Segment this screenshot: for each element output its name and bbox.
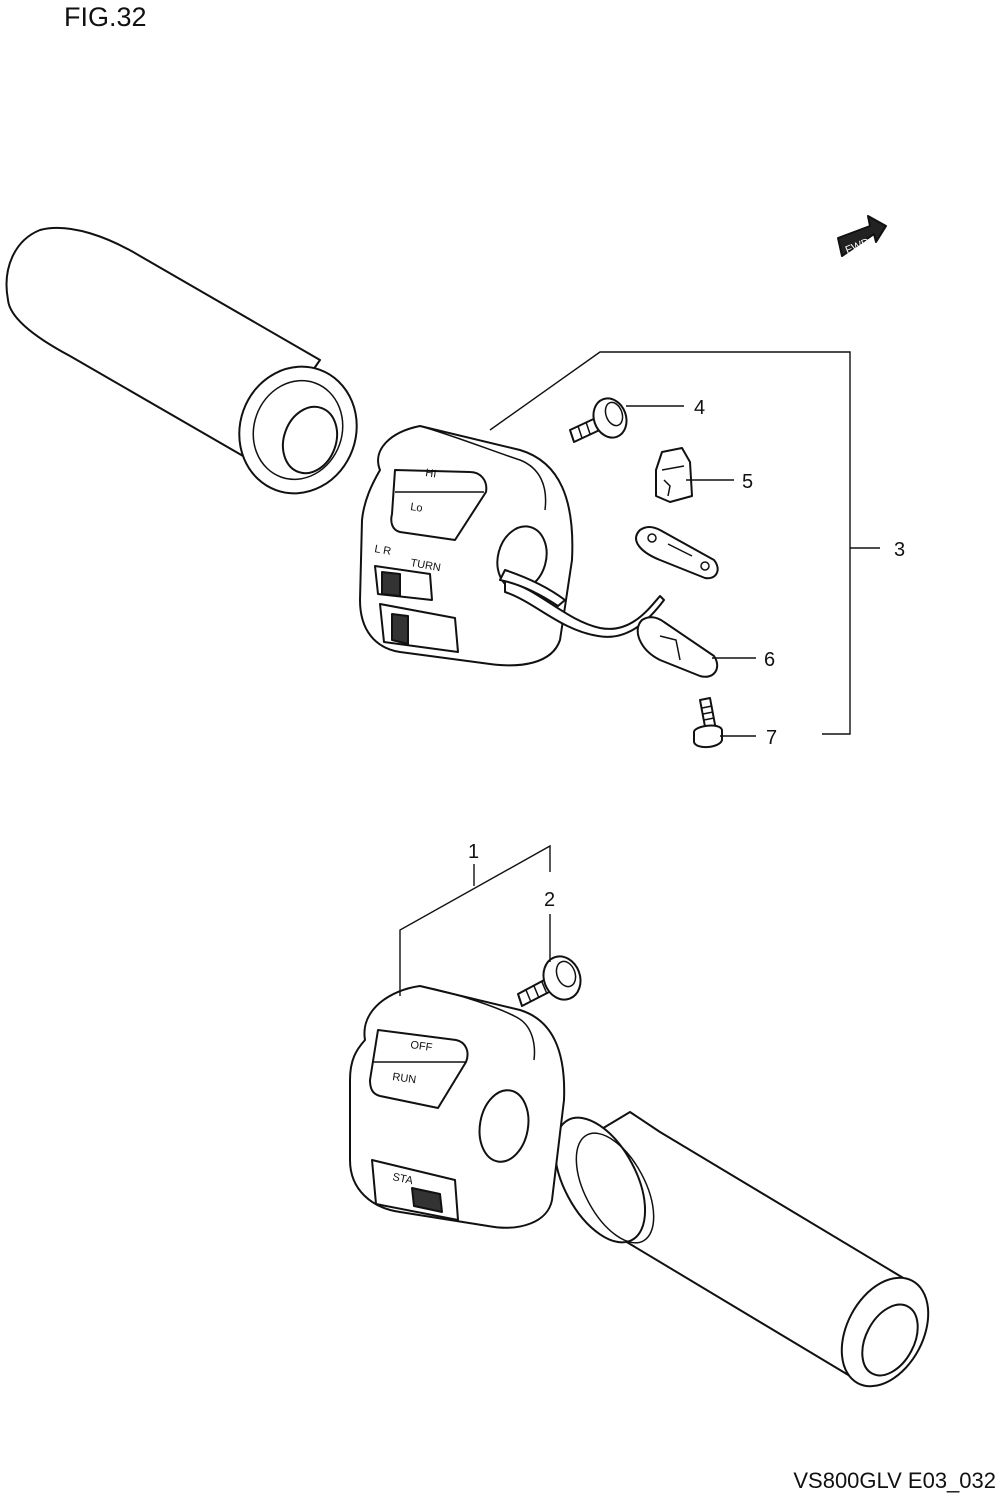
dimmer-hi-label: HI <box>425 467 438 480</box>
turn-label: TURN <box>409 557 441 574</box>
dimmer-lo-label: Lo <box>410 501 424 515</box>
fwd-arrow-icon: FWD <box>837 215 887 257</box>
connector-part-5 <box>655 447 693 503</box>
turn-lr-label: L R <box>373 543 392 558</box>
right-handlebar-switch: OFF RUN STA <box>349 985 566 1229</box>
bolt-part-7 <box>693 697 723 748</box>
document-code: VS800GLV E03_032 <box>793 1468 996 1493</box>
left-handlebar-switch: HI Lo L R TURN <box>359 425 665 667</box>
leader-lines <box>399 351 880 996</box>
callout-7: 7 <box>766 727 777 749</box>
screw-part-4 <box>569 397 628 443</box>
left-handlebar-grip <box>5 226 358 495</box>
figure-title: FIG.32 <box>64 2 147 32</box>
off-label: OFF <box>410 1039 434 1054</box>
callout-3: 3 <box>894 539 905 561</box>
callout-2: 2 <box>544 889 555 911</box>
callout-4: 4 <box>694 397 705 419</box>
callout-6: 6 <box>764 649 775 671</box>
right-handlebar-grip <box>553 1111 930 1388</box>
screw-part-2 <box>517 955 582 1007</box>
callout-5: 5 <box>742 471 753 493</box>
run-label: RUN <box>392 1071 417 1086</box>
clamp-part-6 <box>635 526 719 678</box>
callout-1: 1 <box>468 841 479 863</box>
start-label: STA <box>391 1171 414 1187</box>
